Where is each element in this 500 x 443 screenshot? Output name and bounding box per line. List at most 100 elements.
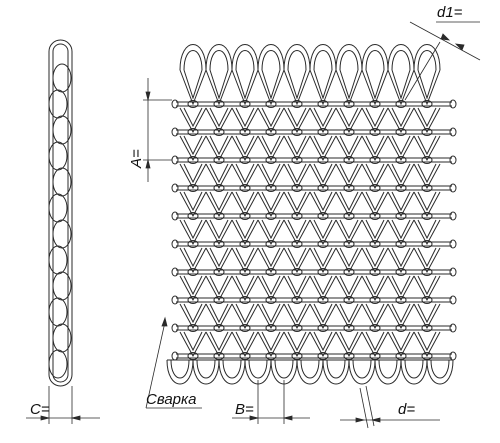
rod-loop — [395, 296, 407, 304]
top-arch-inner — [339, 50, 359, 71]
label-weld: Сварка — [146, 391, 196, 408]
rod-loop — [421, 184, 433, 192]
spiral-wire — [179, 303, 207, 330]
spiral-wire-inner — [417, 191, 437, 212]
rod-loop — [213, 128, 225, 136]
rod-end-right — [449, 295, 457, 305]
rod-end-left — [171, 211, 179, 221]
spiral-wire-inner — [417, 331, 437, 352]
rod-loop — [421, 324, 433, 332]
spiral-wire-inner — [339, 219, 359, 240]
rod-loop — [317, 296, 329, 304]
spiral-wire — [179, 247, 207, 274]
rod-loop — [317, 156, 329, 164]
spiral-wire — [283, 331, 311, 358]
spiral-wire — [413, 275, 441, 302]
spiral-wire — [205, 107, 233, 134]
rod-loop — [343, 268, 355, 276]
spiral-wire-inner — [209, 303, 229, 324]
spiral-wire — [283, 107, 311, 134]
spiral-wire — [387, 275, 415, 302]
rod-loop — [291, 268, 303, 276]
spiral-wire-inner — [183, 331, 203, 352]
spiral-wire-inner — [235, 219, 255, 240]
spiral-wire — [413, 191, 441, 218]
spiral-wire-inner — [313, 69, 333, 100]
spiral-wire — [335, 135, 363, 162]
side-chain-link — [48, 193, 68, 223]
dimension-lines — [26, 21, 481, 429]
rod-loop — [343, 212, 355, 220]
spiral-wire-inner — [287, 107, 307, 128]
side-chain-link — [48, 245, 68, 275]
spiral-wire — [335, 247, 363, 274]
rod-loop — [369, 100, 381, 108]
spiral-wire — [413, 247, 441, 274]
dim-c-arrow-right — [71, 415, 81, 421]
spiral-wire-inner — [313, 191, 333, 212]
spiral-wire-inner — [313, 219, 333, 240]
rod-loop — [291, 100, 303, 108]
rod-loop — [187, 240, 199, 248]
spiral-wire-inner — [287, 331, 307, 352]
rod-loop — [421, 100, 433, 108]
rod-loop — [239, 100, 251, 108]
rod-end-left — [171, 351, 179, 361]
spiral-wire — [335, 219, 363, 246]
top-arch-inner — [313, 50, 333, 71]
spiral-wire-inner — [261, 107, 281, 128]
rod-loop — [395, 128, 407, 136]
spiral-wire — [335, 303, 363, 330]
spiral-wire — [205, 247, 233, 274]
bottom-arch-inner — [430, 359, 450, 379]
bottom-arch-inner — [378, 359, 398, 379]
dim-a-arrow-top — [145, 91, 151, 101]
rod-loop — [187, 324, 199, 332]
rod-loop — [421, 156, 433, 164]
spiral-wire — [205, 331, 233, 358]
spiral-wire — [257, 107, 285, 134]
rod-loop — [317, 184, 329, 192]
spiral-wire — [309, 191, 337, 218]
rod-loop — [369, 212, 381, 220]
spiral-wire-inner — [391, 135, 411, 156]
spiral-wire — [205, 69, 233, 106]
spiral-wire — [283, 163, 311, 190]
dim-a-arrow-bottom — [145, 159, 151, 169]
spiral-wire-inner — [313, 247, 333, 268]
spiral-wire-inner — [261, 331, 281, 352]
rod-loop — [265, 100, 277, 108]
spiral-wire-inner — [261, 303, 281, 324]
spiral-wire-inner — [183, 247, 203, 268]
rod-loop — [369, 324, 381, 332]
rod-loop — [187, 268, 199, 276]
rod-loop — [317, 324, 329, 332]
spiral-wire-inner — [183, 163, 203, 184]
spiral-wire-inner — [235, 275, 255, 296]
spiral-wire — [231, 275, 259, 302]
spiral-wire-inner — [235, 163, 255, 184]
rod-loop — [343, 184, 355, 192]
spiral-wire — [361, 163, 389, 190]
spiral-wire-inner — [183, 191, 203, 212]
spiral-wire-inner — [209, 247, 229, 268]
rod-loop — [187, 212, 199, 220]
spiral-wire — [283, 191, 311, 218]
spiral-wire — [413, 331, 441, 358]
spiral-wire-inner — [365, 275, 385, 296]
rod-loop — [395, 100, 407, 108]
spiral-wire-inner — [391, 331, 411, 352]
bottom-arch — [166, 359, 194, 385]
spiral-wire-inner — [313, 135, 333, 156]
spiral-wire — [361, 191, 389, 218]
spiral-wire-inner — [339, 247, 359, 268]
spiral-wire — [257, 303, 285, 330]
spiral-wire-inner — [417, 219, 437, 240]
spiral-wire-inner — [365, 219, 385, 240]
spiral-wire — [283, 69, 311, 106]
rod-end-right — [449, 155, 457, 165]
spiral-wire — [231, 219, 259, 246]
spiral-wire — [231, 331, 259, 358]
spiral-wire-inner — [261, 191, 281, 212]
rod-end-right — [449, 211, 457, 221]
